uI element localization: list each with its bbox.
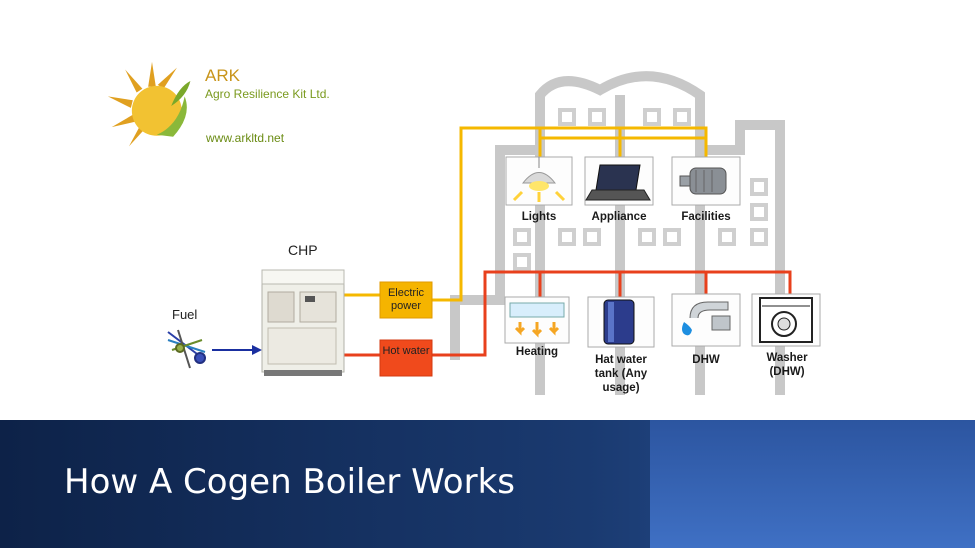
chp-unit-image [261,269,345,376]
facilities-motor-icon [671,156,741,206]
facilities-label: Facilities [681,211,731,223]
hot-water-lines [342,270,792,357]
water-tank-label: Hat water tank (Any usage) [594,354,648,394]
electric-power-box [379,281,433,319]
dhw-faucet-icon [671,293,741,347]
diagram-area: ARK Agro Resilience Kit Ltd. www.arkltd.… [107,61,821,395]
banner-dark-panel [0,420,650,548]
washer-icon [751,293,821,347]
heating-icon [504,296,570,344]
chp-label: CHP [288,242,318,258]
hot-water-label: Hot water [382,345,430,357]
ark-logo-icon [107,61,191,147]
water-tank-icon [587,296,655,348]
building-windows [513,108,768,271]
slide-title: How A Cogen Boiler Works [64,462,515,502]
logo-company-name: Agro Resilience Kit Ltd. [205,87,330,101]
cogen-diagram [167,71,821,395]
hot-water-box [379,339,433,377]
logo-name: ARK [205,66,240,85]
electric-lines [342,126,708,302]
lights-label: Lights [521,211,557,223]
title-banner [0,420,975,548]
appliance-laptop-icon [584,156,654,206]
washer-label: Washer (DHW) [766,352,808,378]
fuel-label: Fuel [172,307,198,322]
electric-power-label: Electric power [387,287,425,312]
fuel-pipe-icon [167,329,206,369]
banner-light-panel [650,420,975,548]
appliance-label: Appliance [591,211,647,223]
lights-icon [505,156,573,206]
logo-website: www.arkltd.net [206,131,285,145]
fuel-arrow [212,345,262,355]
dhw-label: DHW [692,354,720,366]
heating-label: Heating [515,346,559,358]
